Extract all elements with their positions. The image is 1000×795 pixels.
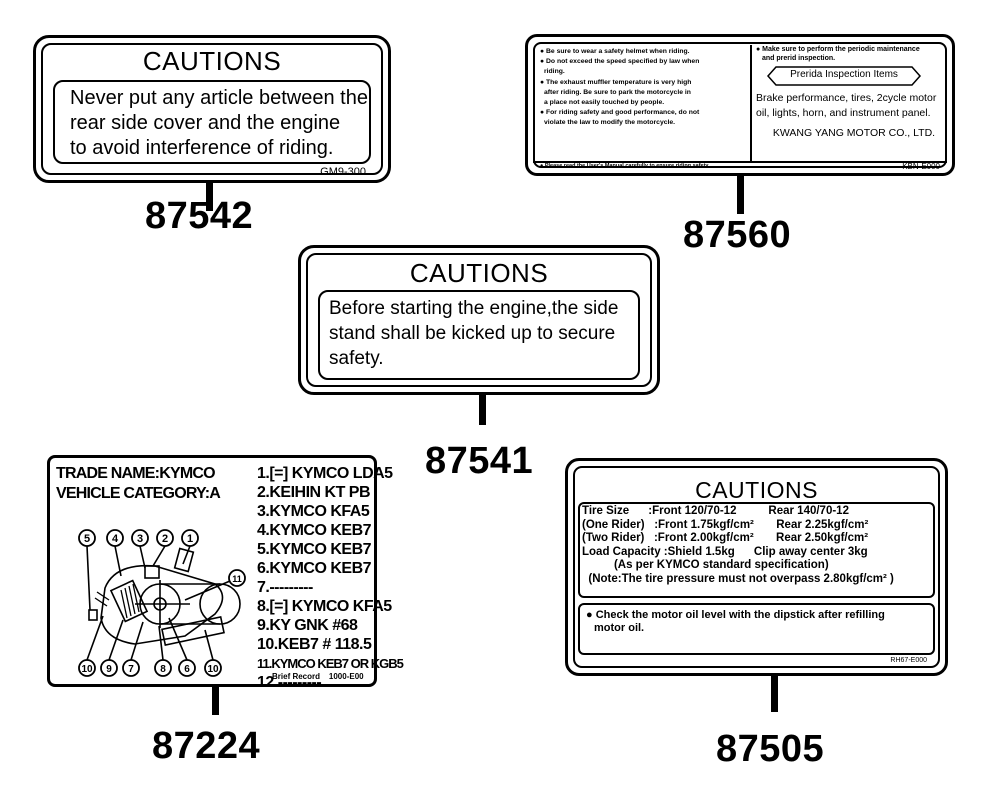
label-code: GM9-300 [320,166,366,178]
engine-diagram: 5 4 3 2 1 [78,529,246,677]
inspection-title: Prerida Inspection Items [790,69,898,80]
oil-check-note: ● Check the motor oil level with the dip… [586,609,885,634]
callout-circle-bottom-3: 8 [154,659,172,677]
svg-text:1: 1 [187,533,193,545]
caution-label-87541: CAUTIONS Before starting the engine,the … [298,245,660,395]
brief-record: Brief Record 1000-E00 [272,672,364,681]
leader-line [479,395,486,425]
callout-circle-bottom-5: 10 [204,659,222,677]
leader-line [212,687,219,715]
inspection-items: Brake performance, tires, 2cycle motor o… [756,92,937,119]
leader-line [771,676,778,712]
leader-line [737,176,744,214]
parts-label-87224: TRADE NAME:KYMCO VEHICLE CATEGORY:A 5 4 3 2… [47,455,404,691]
caution-label-87542: CAUTIONS Never put any article between t… [33,35,391,183]
safety-text: ● Be sure to wear a safety helmet when r… [540,48,700,127]
callout-circle-top-3: 2 [156,529,174,547]
callout-circle-top-1: 4 [106,529,124,547]
part-number: 87560 [683,214,792,256]
svg-text:3: 3 [137,533,143,545]
divider [750,45,752,163]
leader-line [206,183,213,211]
part-number: 87542 [145,195,254,237]
part-number: 87224 [152,725,261,767]
svg-text:9: 9 [106,664,112,675]
label-title: CAUTIONS [142,46,282,76]
company-name: KWANG YANG MOTOR CO., LTD. [772,127,936,139]
callout-circle-top-2: 3 [131,529,149,547]
svg-text:10: 10 [207,664,219,675]
caution-label-87505: CAUTIONS Tire Size :Front 120/70-12 Rear… [565,458,948,676]
maintenance-text: ● Make sure to perform the periodic main… [756,46,920,62]
callout-circle-bottom-0: 10 [78,659,96,677]
footer-rule [533,161,947,163]
callout-circle-bottom-1: 9 [100,659,118,677]
label-code: RH67-E000 [890,657,927,664]
label-code: KBN-E000 [902,162,940,171]
callout-circle-right: 11 [228,569,246,587]
svg-text:4: 4 [112,533,119,545]
callout-circle-bottom-4: 6 [178,659,196,677]
parts-list: 1.[=] KYMCO LDA5 2.KEIHIN KT PB 3.KYMCO … [257,465,404,691]
label-title: CAUTIONS [409,258,549,288]
part-number: 87505 [716,728,825,770]
svg-text:11: 11 [232,574,242,584]
svg-text:8: 8 [160,664,166,675]
inspection-banner [766,66,922,86]
label-message: Never put any article between the rear s… [70,87,368,159]
tire-specs: Tire Size :Front 120/70-12 Rear 140/70-1… [582,505,894,585]
trade-header: TRADE NAME:KYMCO VEHICLE CATEGORY:A [56,465,221,502]
caution-label-87560: ● Be sure to wear a safety helmet when r… [525,34,955,176]
footer-note: ● Please read the User's Manual carefull… [540,163,710,169]
callout-circle-bottom-2: 7 [122,659,140,677]
label-message: Before starting the engine,the side stan… [329,298,619,369]
svg-text:6: 6 [184,664,190,675]
label-title: CAUTIONS [695,477,818,503]
callout-circle-top-0: 5 [78,529,96,547]
part-number: 87541 [425,440,534,482]
svg-text:10: 10 [81,664,93,675]
svg-text:5: 5 [84,533,90,545]
callout-circle-top-4: 1 [181,529,199,547]
svg-text:2: 2 [162,533,168,545]
svg-text:7: 7 [128,664,134,675]
